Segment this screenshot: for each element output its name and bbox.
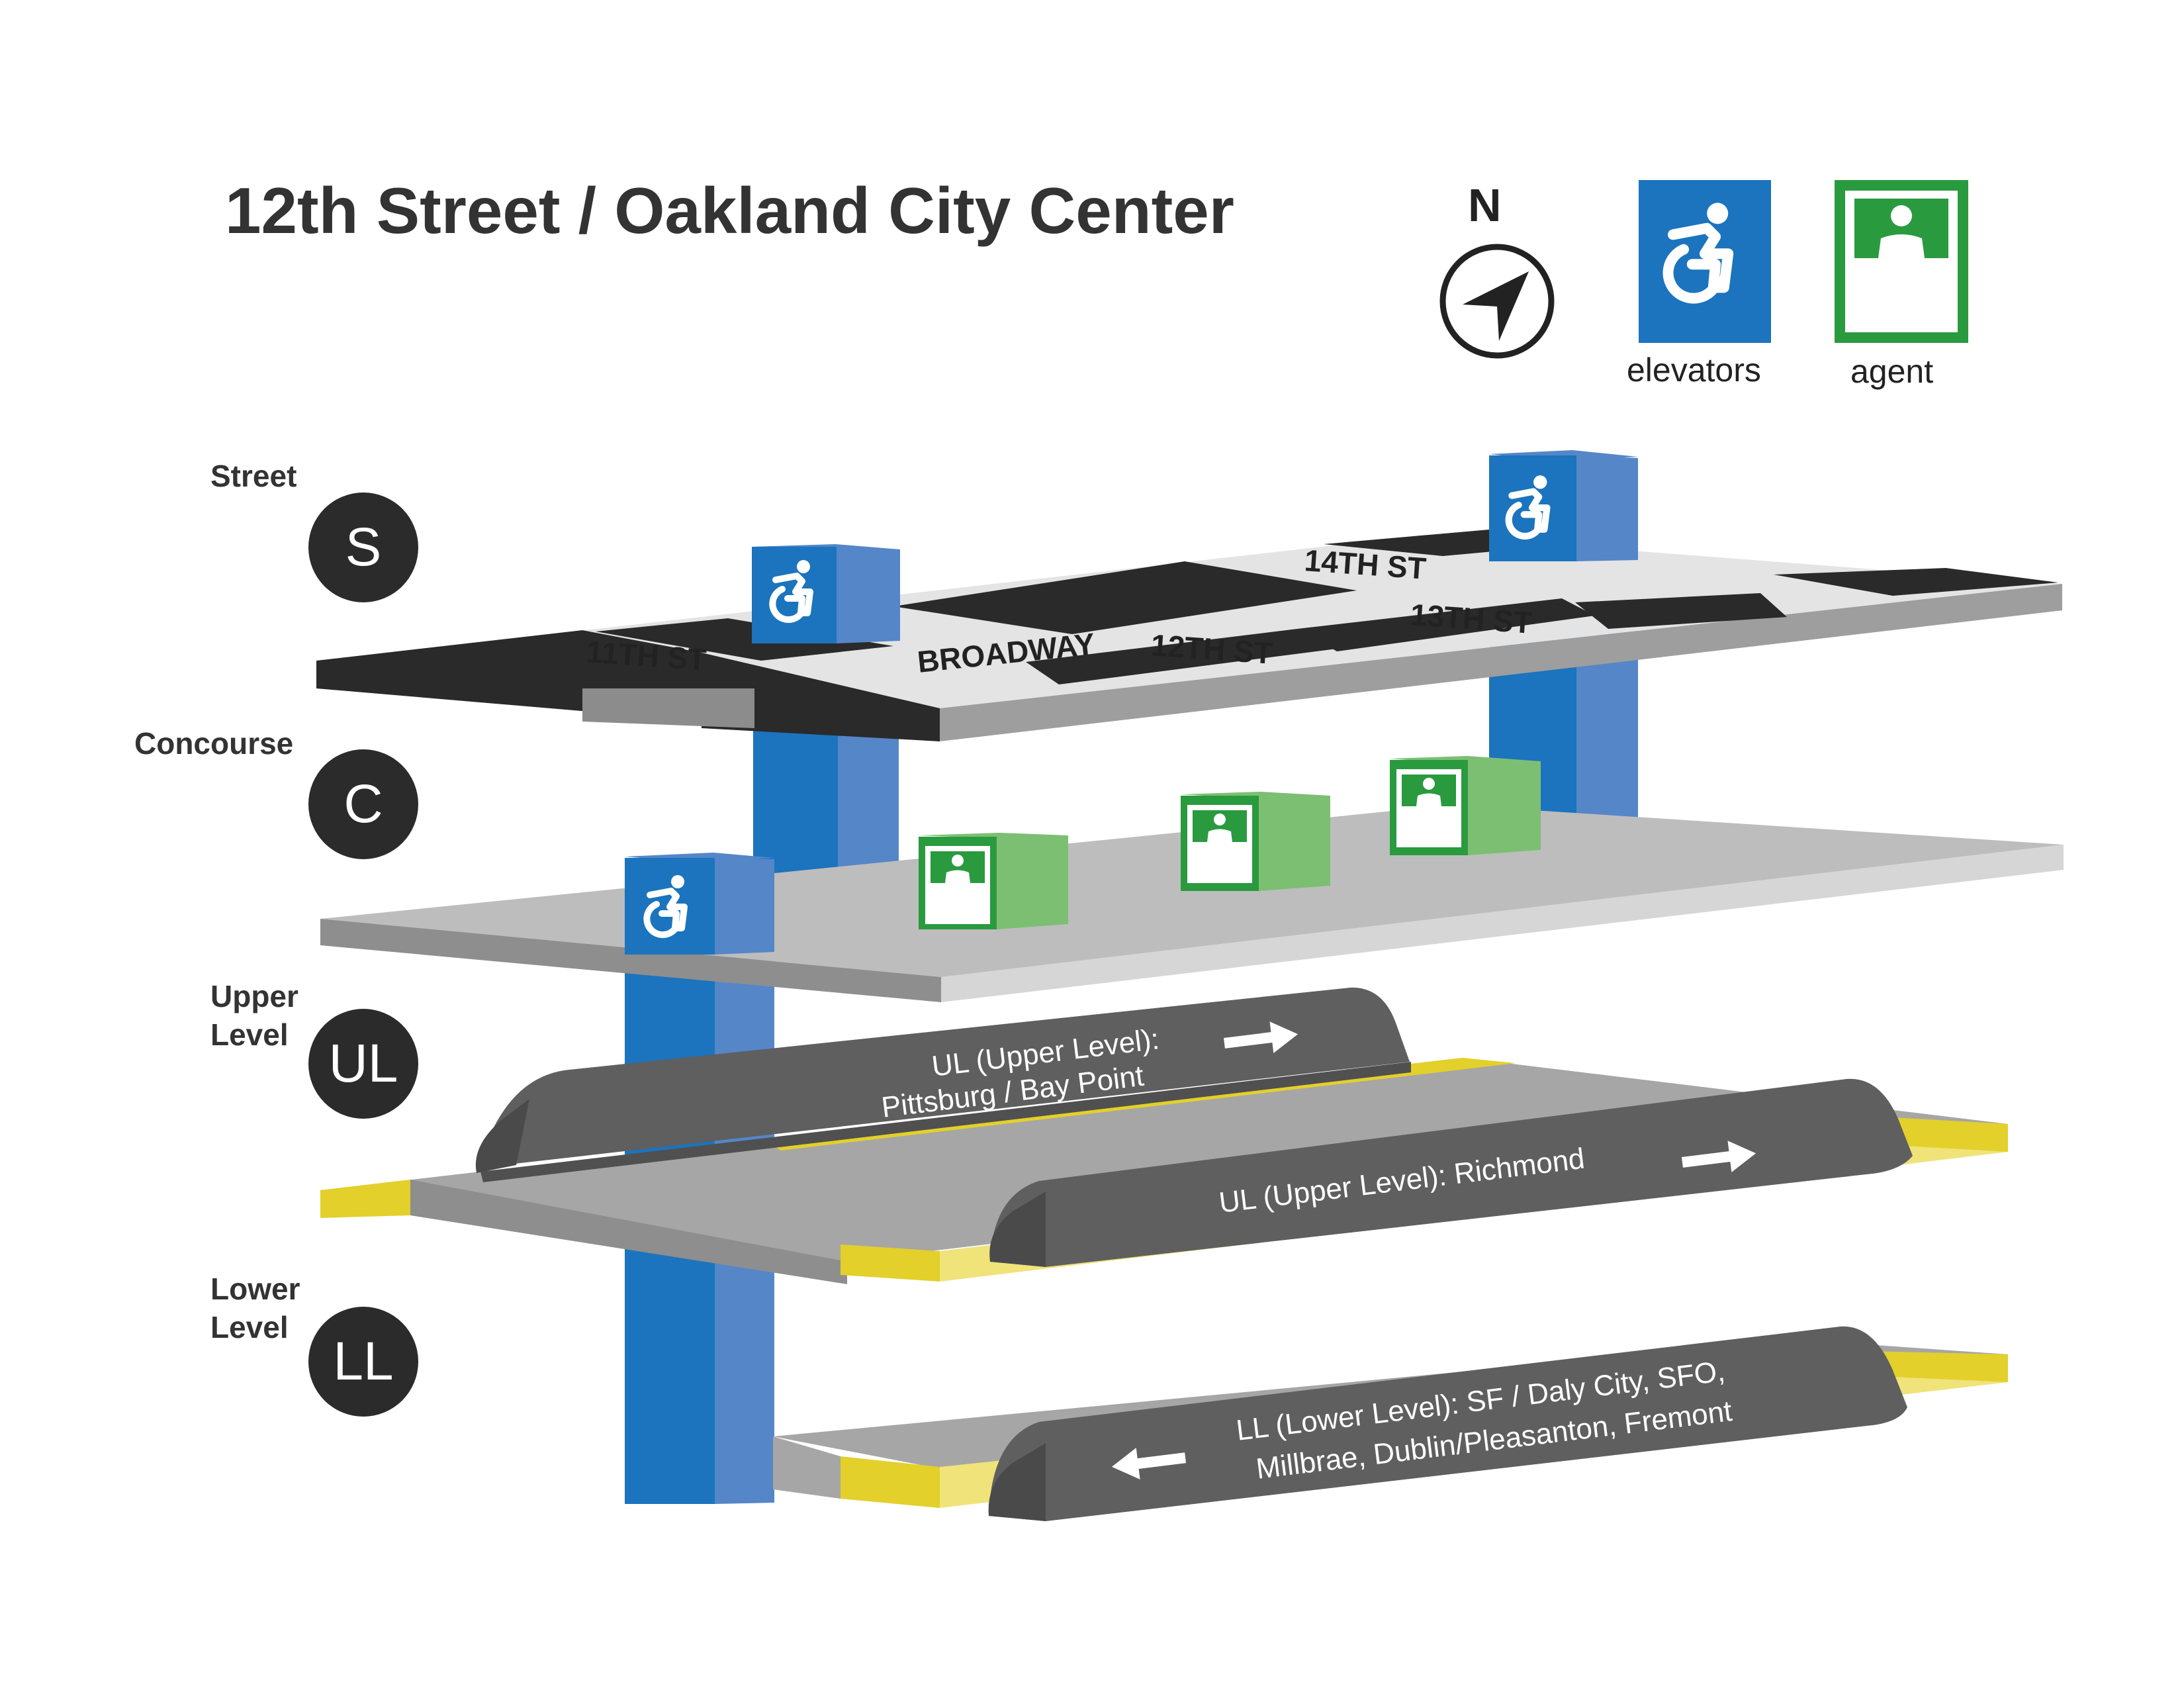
level-badge-street: S bbox=[308, 492, 418, 602]
legend-label-agent: agent bbox=[1850, 353, 1934, 390]
legend-elevator-icon bbox=[1639, 180, 1771, 343]
train-ul-richmond bbox=[989, 1078, 1913, 1267]
agent-booth-3 bbox=[1390, 756, 1541, 855]
street-label-12th: 12TH ST bbox=[1150, 628, 1273, 671]
train-ul-pittsburg bbox=[475, 987, 1411, 1182]
arrow-left-icon bbox=[1111, 1448, 1187, 1479]
elevator-icon-broadway bbox=[752, 544, 900, 643]
level-label-street: Street bbox=[210, 459, 297, 493]
street-label-11th: 11TH ST bbox=[585, 634, 707, 677]
level-label-lower: Lower Level bbox=[210, 1272, 300, 1344]
page-title: 12th Street / Oakland City Center bbox=[225, 174, 1234, 247]
legend-agent-icon bbox=[1835, 180, 1968, 343]
street-label-14th: 14TH ST bbox=[1303, 543, 1427, 586]
street-label-13th: 13TH ST bbox=[1409, 597, 1533, 640]
level-label-upper: Upper Level bbox=[210, 979, 298, 1052]
agent-booth-2 bbox=[1181, 792, 1330, 891]
legend-label-elevators: elevators bbox=[1627, 352, 1761, 389]
level-label-concourse: Concourse bbox=[134, 726, 294, 761]
north-label: N bbox=[1468, 179, 1502, 231]
street-level-slab bbox=[316, 530, 2062, 741]
arrow-right-icon bbox=[1223, 1021, 1298, 1053]
elevator-icon-concourse bbox=[625, 853, 774, 955]
agent-booth-1 bbox=[919, 833, 1068, 929]
train-ll bbox=[988, 1326, 1907, 1521]
arrow-right-icon-2 bbox=[1681, 1141, 1756, 1172]
level-badge-upper: UL bbox=[308, 1009, 418, 1119]
level-badge-concourse: C bbox=[308, 749, 418, 859]
level-badge-lower: LL bbox=[308, 1307, 418, 1417]
compass-icon bbox=[1439, 244, 1555, 359]
elevator-icon-14th bbox=[1489, 450, 1638, 561]
